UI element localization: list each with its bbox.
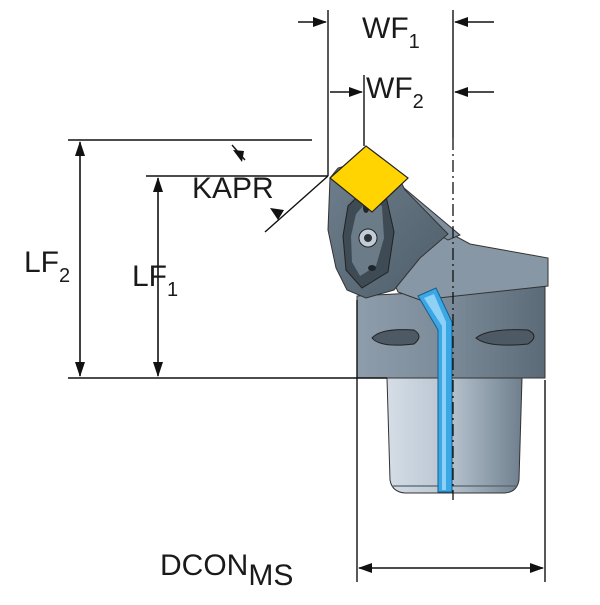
right-slot [475,329,535,346]
left-slot [371,329,420,346]
square-insert-icon [329,145,409,213]
lf2-arrowhead-top [75,141,85,156]
wf2-label: WF2 [366,72,424,113]
wf2-arrowhead-right [454,87,468,97]
lf2-arrowhead-bottom [75,362,85,377]
lf1-arrowhead-top [153,177,163,192]
kapr-edge-line [264,175,329,233]
lever-rivet-bottom [368,265,376,271]
dimension-lines [68,10,546,582]
wf1-label: WF1 [362,12,420,53]
dimension-labels: WF1 WF2 KAPR LF2 LF1 DCONMS [24,12,424,592]
coolant-channel-icon [417,287,453,493]
dcon-label: DCONMS [160,549,293,592]
shank [386,377,523,494]
wf1-arrowhead-left [313,17,327,27]
dcon-arrowhead-left [358,563,372,573]
dcon-arrowhead-right [530,563,544,573]
kapr-label: KAPR [192,172,274,205]
lf1-label: LF1 [132,260,178,301]
wf2-arrowhead-left [349,87,363,97]
kapr-arrowhead-upper [233,150,244,162]
wf1-arrowhead-right [454,17,468,27]
lf2-label: LF2 [24,246,70,287]
torx-screw-icon [358,228,378,248]
lf1-arrowhead-bottom [153,362,163,377]
kapr-arrowhead-lower [270,208,284,220]
tool-body [327,145,549,494]
